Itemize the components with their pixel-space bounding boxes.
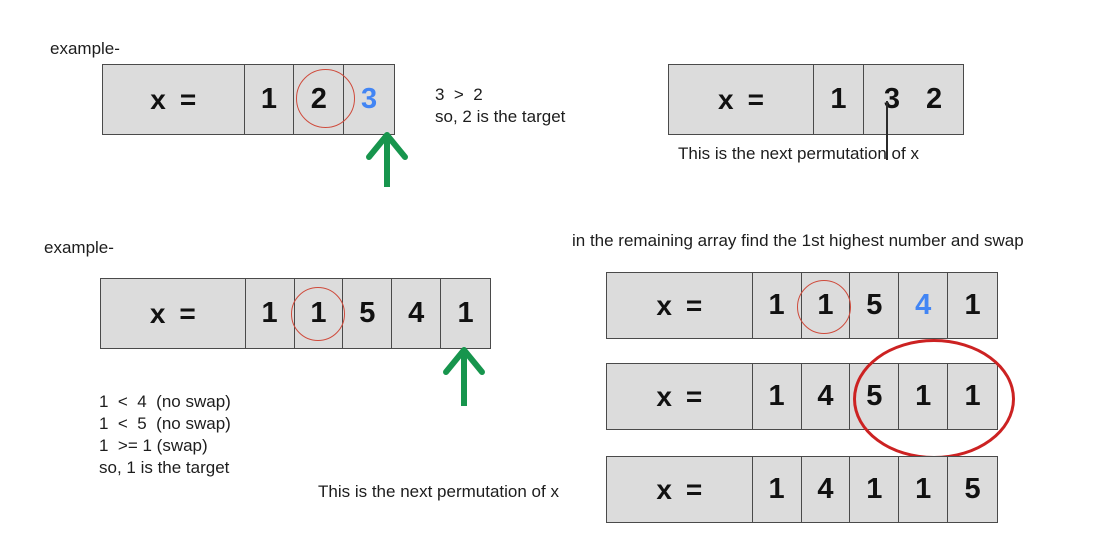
- example1-note-line1: 3 > 2: [435, 85, 483, 104]
- example1-cell-2: 3: [344, 65, 394, 134]
- example2-cell-2: 5: [343, 279, 393, 348]
- example2-step1-cell-1: 1: [801, 273, 851, 338]
- example2-cell-3: 4: [392, 279, 442, 348]
- example2-step3-array: x = 1 4 1 1 5: [606, 456, 998, 523]
- example2-step2-cell-3: 1: [899, 364, 949, 429]
- example2-step3-label-cell: x =: [607, 457, 753, 522]
- example2-step2-cell-1: 4: [801, 364, 851, 429]
- example1-heading: example-: [50, 39, 120, 58]
- example2-step3-var-label: x: [656, 473, 672, 505]
- example2-step1-label-cell: x =: [607, 273, 753, 338]
- example1-result-array: x = 1 3 2: [668, 64, 964, 135]
- example2-step1-var-label: x: [656, 289, 672, 321]
- example1-cell-1: 2: [294, 65, 345, 134]
- example2-step2-array: x = 1 4 5 1 1: [606, 363, 998, 430]
- example1-result-cell-2: 2: [926, 83, 943, 115]
- example2-step2-var-label: x: [656, 380, 672, 412]
- example1-result-cell-0: 1: [814, 65, 864, 134]
- example1-result-caption: This is the next permutation of x: [678, 144, 919, 163]
- example1-equals-sign: =: [179, 83, 197, 115]
- example1-result-cell-pair: 3 2: [864, 65, 962, 134]
- example2-step3-equals-sign: =: [685, 473, 703, 505]
- example2-cell-4: 1: [441, 279, 490, 348]
- example1-var-label: x: [150, 83, 166, 115]
- example2-comparison-2: 1 >= 1 (swap): [99, 436, 208, 455]
- example2-step2-equals-sign: =: [685, 380, 703, 412]
- example2-step1-equals-sign: =: [685, 289, 703, 321]
- example1-result-var-label: x: [718, 83, 734, 115]
- example2-array: x = 1 1 5 4 1: [100, 278, 491, 349]
- example2-green-arrow: [443, 347, 485, 406]
- example2-var-label: x: [149, 297, 166, 329]
- example1-result-equals-sign: =: [747, 83, 764, 115]
- example2-step2-cell-0: 1: [752, 364, 802, 429]
- example2-comparison-1: 1 < 5 (no swap): [99, 414, 231, 433]
- example1-result-cell-1: 3: [883, 83, 900, 115]
- example2-step3-cell-4: 5: [948, 457, 997, 522]
- example2-step3-cell-2: 1: [850, 457, 900, 522]
- example2-cell-1: 1: [294, 279, 344, 348]
- example2-equals-sign: =: [179, 297, 196, 329]
- example2-swap-instruction: in the remaining array find the 1st high…: [572, 231, 1024, 250]
- example2-step1-cell-4: 1: [948, 273, 997, 338]
- example2-step1-cell-3: 4: [899, 273, 949, 338]
- example2-heading: example-: [44, 238, 114, 257]
- example2-step1-cell-0: 1: [752, 273, 802, 338]
- example1-result-label-cell: x =: [669, 65, 814, 134]
- example2-comparison-0: 1 < 4 (no swap): [99, 392, 231, 411]
- example2-array-label-cell: x =: [101, 279, 246, 348]
- example1-result-pointer-line: [886, 101, 888, 160]
- example2-result-caption: This is the next permutation of x: [318, 482, 559, 501]
- example1-cell-0: 1: [244, 65, 295, 134]
- example1-array: x = 1 2 3: [102, 64, 395, 135]
- example2-step2-cell-4: 1: [948, 364, 997, 429]
- example2-comparison-3: so, 1 is the target: [99, 458, 230, 477]
- example1-note-line2: so, 2 is the target: [435, 107, 566, 126]
- example2-step3-cell-3: 1: [899, 457, 949, 522]
- example2-cell-0: 1: [245, 279, 295, 348]
- example2-step3-cell-0: 1: [752, 457, 802, 522]
- example2-step2-label-cell: x =: [607, 364, 753, 429]
- example1-array-label-cell: x =: [103, 65, 245, 134]
- example1-green-arrow: [366, 132, 408, 187]
- example2-step3-cell-1: 4: [801, 457, 851, 522]
- example2-step1-cell-2: 5: [850, 273, 900, 338]
- example2-step2-cell-2: 5: [850, 364, 900, 429]
- example2-step1-array: x = 1 1 5 4 1: [606, 272, 998, 339]
